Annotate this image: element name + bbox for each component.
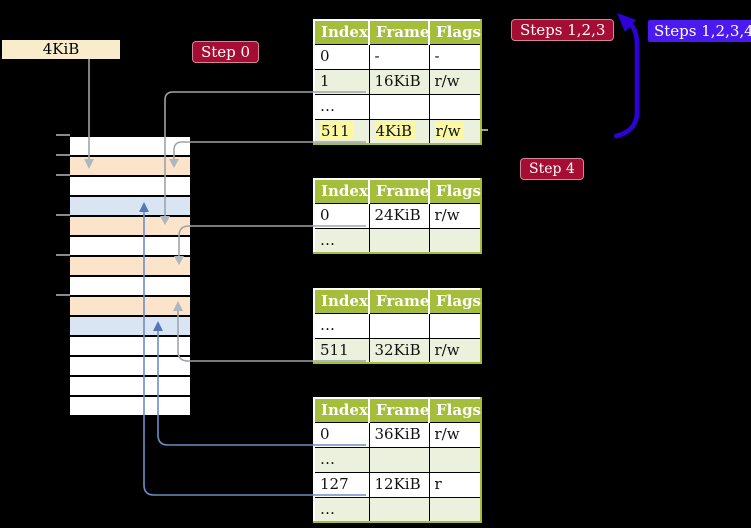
memory-tick — [56, 174, 70, 176]
cell-flags — [428, 312, 481, 338]
table-row: … — [314, 227, 481, 253]
highlighted-value: r/w — [434, 121, 464, 140]
header-flags: Flags — [428, 398, 481, 422]
table-row: … — [314, 446, 481, 472]
page-size-label: 4KiB — [2, 40, 120, 59]
cell-index: 511 — [314, 337, 369, 363]
memory-tick — [56, 154, 70, 156]
memory-frame-free — [70, 357, 190, 377]
memory-tick — [56, 294, 70, 296]
header-frame: Frame — [368, 179, 429, 203]
memory-frame-page-table — [70, 257, 190, 277]
step0-badge: Step 0 — [192, 41, 260, 63]
cell-index: … — [314, 312, 369, 338]
cell-index: … — [314, 446, 369, 472]
cell-index: 0 — [314, 43, 369, 69]
cell-frame: 4KiB — [368, 118, 429, 144]
memory-frame-free — [70, 177, 190, 197]
memory-tick — [56, 134, 70, 136]
header-flags: Flags — [428, 289, 481, 313]
header-frame: Frame — [368, 398, 429, 422]
cell-frame — [368, 446, 429, 472]
cell-frame — [368, 227, 429, 253]
steps123-badge: Steps 1,2,3 — [511, 19, 615, 41]
memory-frame-data — [70, 197, 190, 217]
cell-frame — [368, 93, 429, 119]
cell-flags: r/w — [428, 421, 481, 447]
table-row: … — [314, 93, 481, 119]
cell-frame: 32KiB — [368, 337, 429, 363]
cell-frame: - — [368, 43, 429, 69]
cell-flags — [428, 227, 481, 253]
header-index: Index — [314, 20, 369, 44]
cell-frame: 24KiB — [368, 202, 429, 228]
cell-frame — [368, 496, 429, 522]
cell-flags — [428, 93, 481, 119]
header-flags: Flags — [428, 179, 481, 203]
memory-frame-data — [70, 317, 190, 337]
cell-index: 0 — [314, 421, 369, 447]
memory-frame-page-table — [70, 157, 190, 177]
cell-index: 127 — [314, 471, 369, 497]
cell-frame: 36KiB — [368, 421, 429, 447]
cell-flags: r/w — [428, 68, 481, 94]
highlighted-value: 511 — [320, 121, 353, 140]
table-row: 0-- — [314, 43, 481, 69]
memory-tick — [56, 214, 70, 216]
step4-badge: Step 4 — [520, 158, 584, 180]
memory-frame-page-table — [70, 217, 190, 237]
memory-frame-free — [70, 397, 190, 417]
highlighted-value: 4KiB — [374, 121, 416, 140]
header-flags: Flags — [428, 20, 481, 44]
memory-column — [70, 135, 190, 417]
memory-frame-free — [70, 277, 190, 297]
cell-flags: r — [428, 471, 481, 497]
header-index: Index — [314, 289, 369, 313]
cell-flags: r/w — [428, 202, 481, 228]
table-row: … — [314, 312, 481, 338]
cell-frame: 12KiB — [368, 471, 429, 497]
cell-flags — [428, 446, 481, 472]
cell-frame — [368, 312, 429, 338]
memory-frame-free — [70, 337, 190, 357]
steps1234-badge: Steps 1,2,3,4 — [648, 20, 751, 42]
header-frame: Frame — [368, 20, 429, 44]
cell-flags: r/w — [428, 118, 481, 144]
memory-frame-free — [70, 377, 190, 397]
cell-index: 511 — [314, 118, 369, 144]
cell-index: … — [314, 227, 369, 253]
cell-index: 0 — [314, 202, 369, 228]
cell-index: 1 — [314, 68, 369, 94]
cell-index: … — [314, 496, 369, 522]
memory-frame-page-table — [70, 297, 190, 317]
memory-tick — [56, 254, 70, 256]
steps-loop-arrow — [613, 13, 640, 139]
memory-frame-free — [70, 137, 190, 157]
header-index: Index — [314, 398, 369, 422]
cell-flags: - — [428, 43, 481, 69]
cell-index: … — [314, 93, 369, 119]
table-row: 511 4KiB r/w — [314, 118, 481, 144]
header-index: Index — [314, 179, 369, 203]
cell-frame: 16KiB — [368, 68, 429, 94]
cell-flags: r/w — [428, 337, 481, 363]
cell-flags — [428, 496, 481, 522]
table-row: … — [314, 496, 481, 522]
header-frame: Frame — [368, 289, 429, 313]
memory-frame-free — [70, 237, 190, 257]
